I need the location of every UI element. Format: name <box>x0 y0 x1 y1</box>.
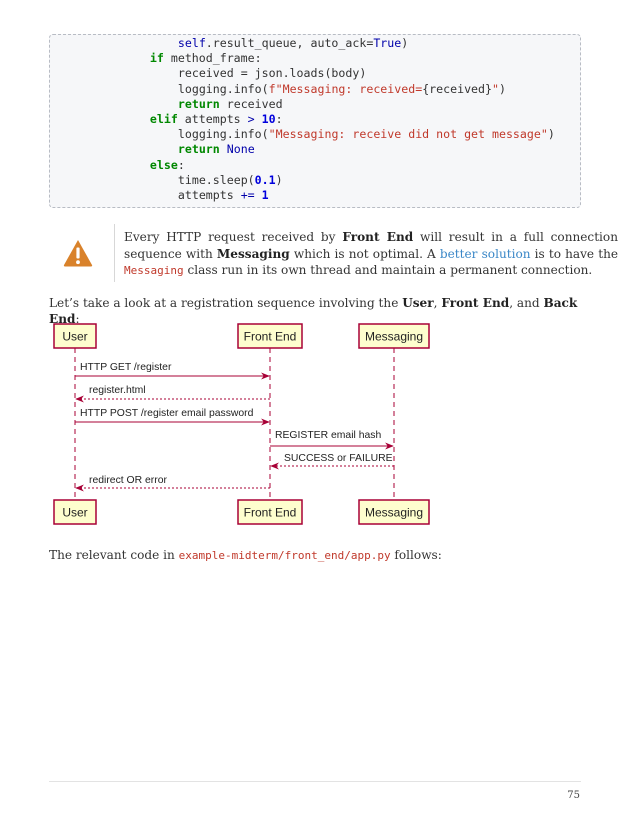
message-label: HTTP POST /register email password <box>80 408 254 419</box>
code-token: "Messaging: receive did not get message" <box>268 127 548 142</box>
code-token: self <box>177 36 206 50</box>
actor-box-top: Front End <box>237 323 303 349</box>
code-token: f"Messaging: received= <box>268 81 423 96</box>
page-number: 75 <box>567 790 580 801</box>
admonition-divider <box>114 224 115 282</box>
actor-label: Front End <box>244 506 297 520</box>
message-label: REGISTER email hash <box>275 430 381 441</box>
actor-box-bottom: Front End <box>237 499 303 525</box>
code-line: logging.info(f"Messaging: received={rece… <box>178 82 506 97</box>
code-token: 1 <box>261 188 269 202</box>
actor-label: Messaging <box>365 330 423 344</box>
code-token: None <box>226 142 255 157</box>
code-token: True <box>373 36 402 50</box>
better-solution-link[interactable]: better solution <box>439 246 531 261</box>
inline-code-messaging: Messaging <box>124 264 184 277</box>
code-token: received = json.loads(body) <box>177 66 367 81</box>
message-label: redirect OR error <box>89 475 167 486</box>
code-token: 0.1 <box>254 172 276 187</box>
actor-box-top: Messaging <box>358 323 430 349</box>
code-token: ) <box>547 127 555 142</box>
closing-paragraph: The relevant code in example-midterm/fro… <box>49 548 442 562</box>
code-token: .result_queue, auto_ack= <box>205 36 374 50</box>
actor-label: User <box>62 330 87 344</box>
actor-label: Front End <box>244 330 297 344</box>
code-token: attempts <box>177 112 248 126</box>
footer-divider <box>49 781 581 782</box>
actor-label: User <box>62 506 87 520</box>
code-line: attempts += 1 <box>178 188 269 203</box>
code-token: method_frame: <box>163 51 262 66</box>
code-line: self.result_queue, auto_ack=True) <box>178 36 408 51</box>
code-token: logging.info( <box>177 81 269 96</box>
warning-admonition: Every HTTP request received by Front End… <box>49 224 618 282</box>
actor-label: Messaging <box>365 506 423 520</box>
code-token <box>255 112 262 126</box>
code-token: return <box>177 96 220 111</box>
actor-rect <box>53 499 97 525</box>
warning-text: Every HTTP request received by Front End… <box>124 230 619 277</box>
code-line: if method_frame: <box>150 51 262 66</box>
code-token: ) <box>498 81 506 96</box>
code-token: {received} <box>422 81 492 96</box>
code-token: ) <box>275 172 283 187</box>
code-line: time.sleep(0.1) <box>178 173 283 188</box>
code-token: " <box>492 81 499 96</box>
code-line: return received <box>178 97 283 112</box>
message-label: HTTP GET /register <box>80 362 172 373</box>
code-line: else: <box>150 158 185 173</box>
message-label: SUCCESS or FAILURE <box>284 453 393 464</box>
actor-rect <box>358 323 430 349</box>
code-token: 10 <box>261 112 276 126</box>
code-token: : <box>275 112 283 126</box>
actor-rect <box>237 499 303 525</box>
actor-rect <box>358 499 430 525</box>
code-token: received <box>219 96 283 111</box>
code-token: else <box>149 157 178 172</box>
code-token: attempts <box>177 188 241 202</box>
code-line: return None <box>178 142 255 157</box>
warning-triangle-icon <box>63 240 93 267</box>
actor-rect <box>237 323 303 349</box>
actor-box-bottom: User <box>53 499 97 525</box>
code-token <box>255 188 262 202</box>
code-token: ) <box>401 36 409 50</box>
intro-paragraph: Let’s take a look at a registration sequ… <box>49 296 578 326</box>
code-token: return <box>177 142 220 157</box>
code-token: time.sleep( <box>177 172 255 187</box>
actor-box-top: User <box>53 323 97 349</box>
code-line: logging.info("Messaging: receive did not… <box>178 127 555 142</box>
code-token: : <box>177 157 185 172</box>
inline-code-path: example-midterm/front_end/app.py <box>178 549 391 562</box>
message-label: register.html <box>89 385 146 396</box>
code-token: += <box>240 188 255 202</box>
code-token: if <box>149 51 164 66</box>
actor-box-bottom: Messaging <box>358 499 430 525</box>
code-token <box>220 142 227 156</box>
code-token: elif <box>149 112 178 126</box>
code-token: > <box>247 112 255 126</box>
code-block: self.result_queue, auto_ack=True)if meth… <box>49 34 581 208</box>
code-line: received = json.loads(body) <box>178 66 366 81</box>
actor-rect <box>53 323 97 349</box>
code-line: elif attempts > 10: <box>150 112 283 127</box>
code-token: logging.info( <box>177 127 269 142</box>
